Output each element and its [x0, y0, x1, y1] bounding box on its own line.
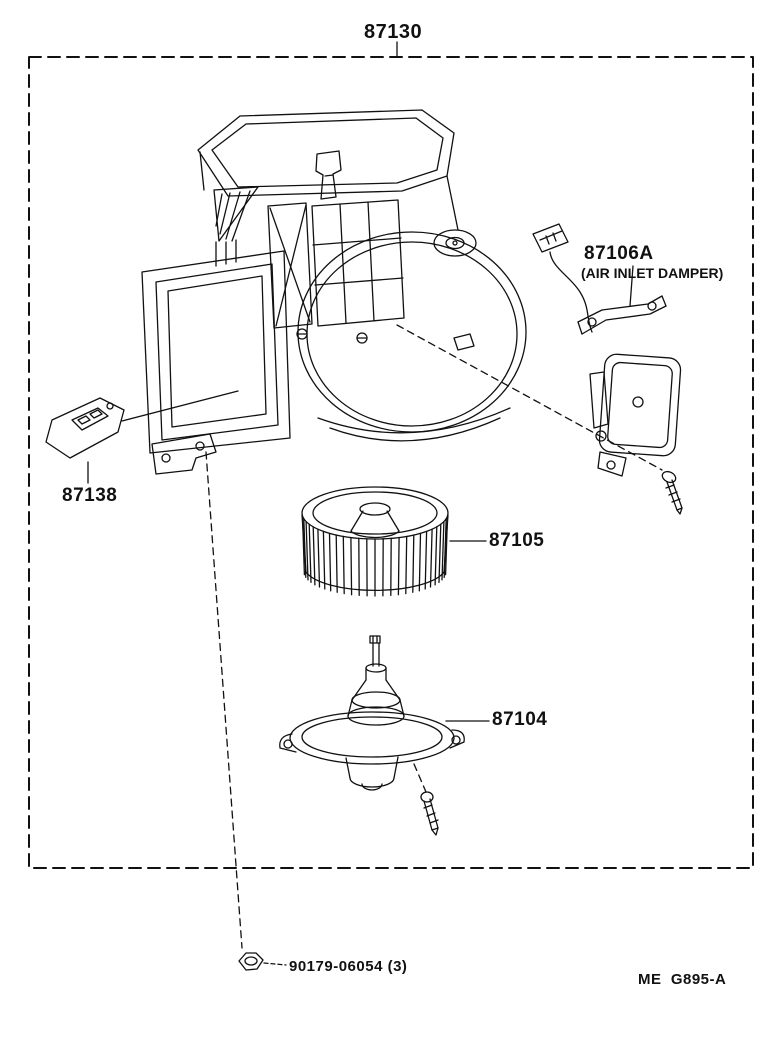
resistor-part-label: 87138	[62, 485, 118, 506]
resistor-drawing	[45, 397, 125, 459]
damper-part-label: 87106A	[584, 243, 654, 264]
fan-fins	[301, 515, 449, 597]
motor-part-label: 87104	[492, 709, 548, 730]
leader-lines	[87, 265, 634, 722]
screw-damper-drawing	[661, 470, 683, 515]
fan-wheel-drawing	[301, 486, 449, 597]
damper-caption-label: (AIR INLET DAMPER)	[581, 265, 724, 281]
motor-drawing	[279, 635, 465, 791]
blower-housing-drawing	[141, 109, 527, 475]
damper-actuator-drawing	[532, 223, 682, 477]
screw-motor-drawing	[420, 791, 439, 836]
footer-code-label: ME G895-A	[638, 971, 727, 988]
boundary-box	[28, 41, 754, 869]
dashed-leader-lines	[205, 324, 663, 966]
nut-part-label: 90179-06054 (3)	[289, 958, 408, 975]
fan-part-label: 87105	[489, 530, 545, 551]
main-assembly-part-label: 87130	[364, 21, 423, 43]
nut-drawing	[238, 952, 264, 971]
